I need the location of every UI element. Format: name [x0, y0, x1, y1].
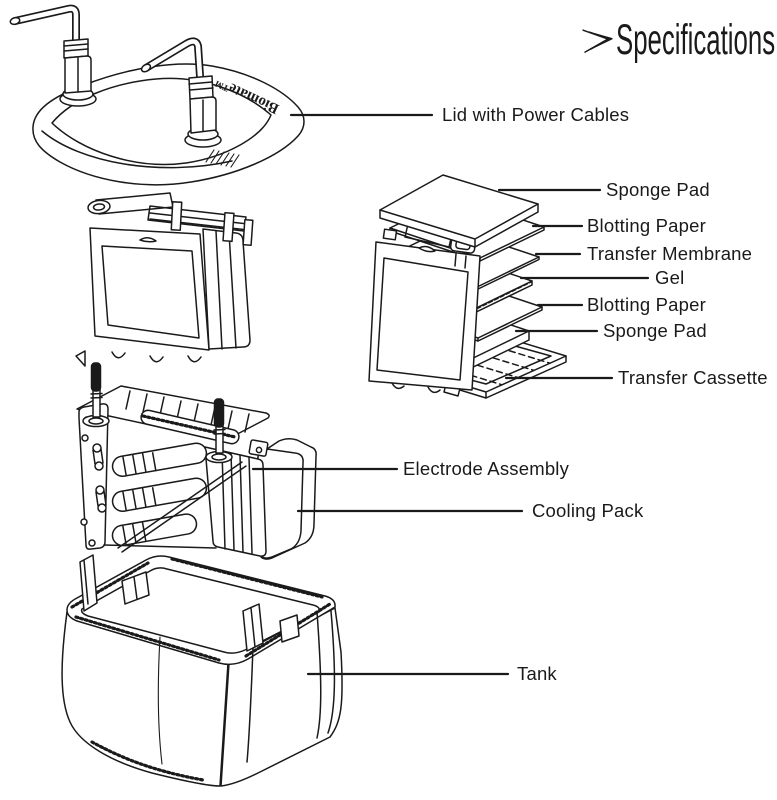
electrode-post-right	[205, 398, 233, 464]
cassette-feet	[111, 351, 202, 363]
electrode-post-left	[82, 362, 110, 428]
cassette-grid	[101, 245, 200, 339]
callout-label-lid: Lid with Power Cables	[442, 104, 630, 125]
cassette-bird-mark	[139, 237, 157, 243]
tank-drawing	[61, 554, 343, 787]
electrode-diagonal-brace	[117, 461, 247, 553]
callout-label-electrode-assembly: Electrode Assembly	[403, 458, 570, 479]
callout-label-gel: Gel	[655, 267, 685, 288]
tank-rim-tab-left	[79, 554, 98, 612]
electrode-bottom-rail	[103, 544, 217, 549]
cassette-knob-inner	[92, 203, 106, 211]
cassette-foot-tab	[75, 350, 86, 367]
panel-buckle-legs	[454, 253, 467, 269]
electrode-assembly-drawing	[76, 362, 317, 560]
cassette-knob	[87, 199, 111, 215]
callout-label-transfer-cassette: Transfer Cassette	[618, 367, 768, 388]
electrode-right-block	[204, 446, 267, 557]
header: Specifications	[582, 15, 775, 64]
cassette-back-panel-edges	[215, 230, 237, 350]
callout-label-blotting-paper-top: Blotting Paper	[587, 215, 707, 236]
tank-rim-clip-left	[121, 571, 150, 605]
callout-label-cooling-pack: Cooling Pack	[532, 500, 644, 521]
tank-bottom-hatching	[90, 740, 205, 782]
closed-cassette-drawing	[75, 192, 254, 367]
tank-front-crease	[157, 636, 163, 765]
sponge-pad-top-layer	[379, 174, 539, 248]
electrode-bracket-hole	[255, 446, 263, 454]
tank-front-face	[61, 611, 229, 787]
callout-label-sponge-pad-bottom: Sponge Pad	[603, 320, 707, 341]
tank-rim-tab-right	[242, 603, 264, 652]
power-cable-left	[9, 4, 97, 107]
callout-label-blotting-paper-bottom: Blotting Paper	[587, 294, 707, 315]
electrode-right-block-fins	[221, 450, 253, 554]
cassette-latch-3	[242, 219, 254, 246]
panel-grid	[376, 257, 469, 381]
cassette-latch-2	[222, 212, 235, 243]
tank-side-panel-lines	[246, 610, 336, 763]
triple-chevron-right-icon	[582, 29, 613, 53]
electrode-deck-ribs	[125, 390, 250, 433]
callout-lines	[251, 113, 650, 676]
panel-bird-mark	[418, 245, 436, 253]
callout-label-tank: Tank	[517, 663, 557, 684]
lid-vent-grille	[205, 149, 240, 168]
tank-rim-clip-right	[279, 614, 300, 643]
lid-drawing: Biomate™	[9, 4, 305, 186]
header-title: Specifications	[616, 15, 775, 64]
electrode-side-slots	[111, 442, 208, 547]
callout-label-sponge-pad-top: Sponge Pad	[606, 179, 710, 200]
callout-label-transfer-membrane: Transfer Membrane	[587, 243, 753, 264]
power-cable-right	[140, 37, 222, 148]
cassette-back-panels	[202, 228, 251, 350]
cassette-front-face	[89, 227, 210, 351]
cooling-pack-drawing	[257, 437, 317, 560]
cassette-latch-1	[170, 201, 183, 231]
panel-clip-left	[382, 228, 398, 241]
lid-front-band	[41, 130, 233, 169]
cassette-grid-panel	[368, 223, 481, 394]
exploded-stack-drawing	[368, 174, 567, 399]
panel-feet	[391, 382, 441, 394]
